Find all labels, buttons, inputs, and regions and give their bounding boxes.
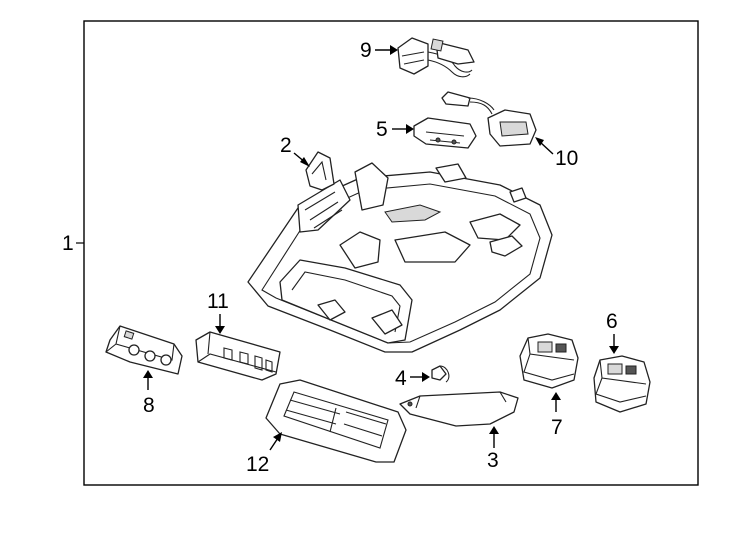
lamp-socket-part-6 <box>593 355 651 413</box>
harness-connector-part-9 <box>397 37 475 78</box>
callout-7: 7 <box>551 392 563 439</box>
callout-11: 11 <box>207 290 229 334</box>
bezel-part-12 <box>265 379 407 463</box>
switch-part-5 <box>413 117 477 149</box>
callout-6-label: 6 <box>606 310 618 333</box>
callout-1: 1 <box>62 232 84 255</box>
sensor-part-10 <box>441 91 537 147</box>
diagram-frame <box>83 20 699 486</box>
overhead-console-housing <box>247 162 553 353</box>
callout-3-label: 3 <box>487 449 499 472</box>
lamp-socket-part-7 <box>519 333 579 389</box>
callout-8: 8 <box>143 370 155 417</box>
callout-3: 3 <box>487 426 499 472</box>
callout-9: 9 <box>360 39 398 62</box>
callout-6: 6 <box>606 310 619 354</box>
callout-2-label: 2 <box>280 134 292 157</box>
clip-part-2 <box>305 151 335 191</box>
callout-5: 5 <box>376 118 414 141</box>
callout-4-label: 4 <box>395 367 407 390</box>
bulb-part-4 <box>431 365 450 383</box>
module-part-11 <box>195 331 281 381</box>
callout-10: 10 <box>535 137 578 170</box>
callout-7-label: 7 <box>551 416 563 439</box>
callout-12-label: 12 <box>246 453 269 476</box>
callout-1-label: 1 <box>62 232 74 255</box>
callout-10-label: 10 <box>555 147 578 170</box>
callout-11-label: 11 <box>207 290 229 313</box>
callout-12: 12 <box>246 432 282 476</box>
callout-2: 2 <box>280 134 310 167</box>
switch-block-part-8 <box>105 325 183 375</box>
callout-4: 4 <box>395 367 430 390</box>
callout-9-label: 9 <box>360 39 372 62</box>
callout-8-label: 8 <box>143 394 155 417</box>
lens-part-3 <box>399 391 519 427</box>
callout-5-label: 5 <box>376 118 388 141</box>
